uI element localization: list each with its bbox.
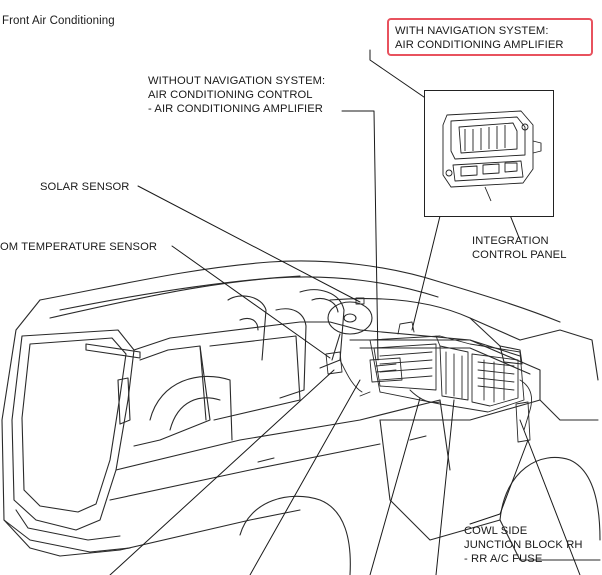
cowl-side-line-2: JUNCTION BLOCK RH	[464, 539, 583, 551]
with-navigation-line-1: WITH NAVIGATION SYSTEM:	[395, 25, 549, 37]
cowl-side-line-1: COWL SIDE	[464, 525, 528, 537]
hvac-unit	[325, 297, 532, 443]
cowl-side-line-3: - RR A/C FUSE	[464, 553, 543, 565]
cowl-side-junction-label: COWL SIDE JUNCTION BLOCK RH - RR A/C FUS…	[464, 524, 583, 566]
with-navigation-callout: WITH NAVIGATION SYSTEM: AIR CONDITIONING…	[387, 18, 593, 56]
navigation-unit-inset	[424, 90, 554, 217]
vehicle-body-outline	[1, 260, 601, 575]
integration-panel-line-1: INTEGRATION	[472, 235, 549, 247]
with-navigation-line-2: AIR CONDITIONING AMPLIFIER	[395, 39, 564, 51]
with-navigation-label: WITH NAVIGATION SYSTEM: AIR CONDITIONING…	[395, 24, 564, 52]
without-navigation-line-2: AIR CONDITIONING CONTROL	[148, 89, 313, 101]
navigation-unit-drawing	[442, 110, 542, 202]
without-navigation-line-1: WITHOUT NAVIGATION SYSTEM:	[148, 75, 326, 87]
without-navigation-line-3: - AIR CONDITIONING AMPLIFIER	[148, 103, 323, 115]
room-temperature-sensor-label: OM TEMPERATURE SENSOR	[0, 241, 158, 253]
integration-panel-line-2: CONTROL PANEL	[472, 249, 567, 261]
solar-sensor-label: SOLAR SENSOR	[40, 181, 130, 193]
page-title: Front Air Conditioning	[2, 15, 115, 27]
without-navigation-label: WITHOUT NAVIGATION SYSTEM: AIR CONDITION…	[148, 74, 325, 116]
integration-control-panel-label: INTEGRATION CONTROL PANEL	[472, 234, 567, 262]
